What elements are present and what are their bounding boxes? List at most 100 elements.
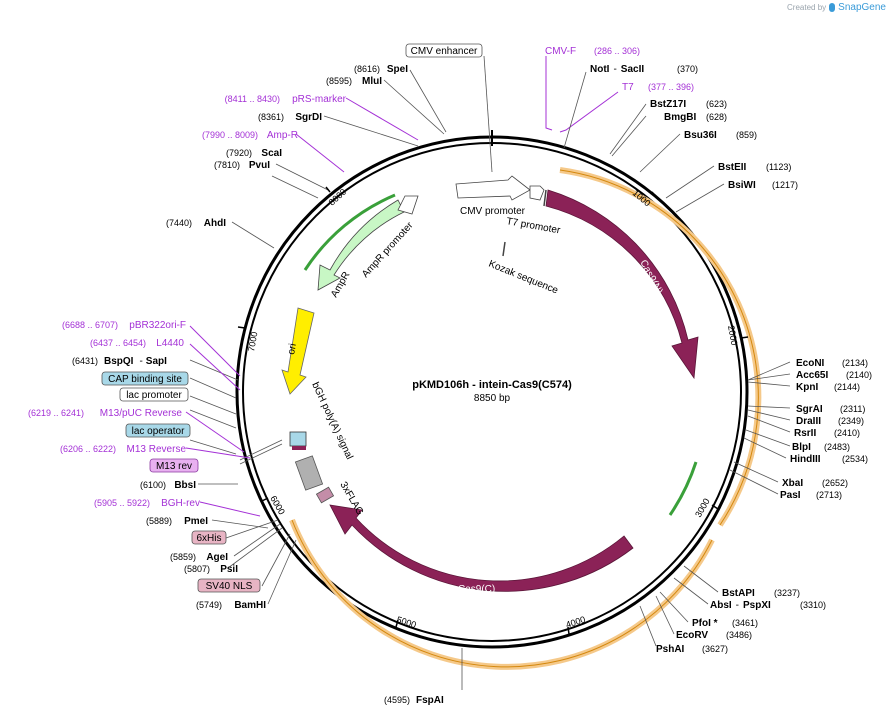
site-pos: (2144) (834, 382, 860, 392)
site-pos: (8595) (326, 76, 352, 86)
site-label: BstZ17I (650, 99, 686, 110)
site-label: PasI (780, 490, 801, 501)
cas9-c-highlight-arc-inner (291, 519, 713, 668)
site-label: pRS-marker (292, 94, 347, 105)
site-pos: (2483) (824, 442, 850, 452)
tick-marks (237, 186, 749, 635)
site-label: Bsu36I (684, 130, 717, 141)
lac-operator-box (125, 423, 191, 438)
ampr-arrow (317, 199, 405, 291)
site-label: Amp-R (267, 130, 298, 141)
site-pos: (1123) (766, 162, 791, 172)
cmv-enhancer-box (405, 43, 483, 58)
site-label: BstAPI (722, 588, 755, 599)
credit-prefix: Created by (787, 3, 827, 12)
site-pos: (7440) (166, 218, 192, 228)
t7-primer-range: (377 .. 396) (648, 82, 694, 92)
site-pos: (2140) (846, 370, 872, 380)
site-label: pBR322ori-F (129, 320, 186, 331)
t7-promoter-arrow (529, 185, 545, 201)
sv40-nls-box (197, 578, 261, 593)
site-pos: (3627) (702, 644, 728, 654)
green-marker-arc-right (668, 461, 698, 516)
site-label: BsiWI (728, 180, 756, 191)
site-pos: (3486) (726, 630, 752, 640)
site-pos: (5859) (170, 552, 196, 562)
cas9-n-arrow (545, 189, 699, 380)
site-pos: (8411 .. 8430) (225, 94, 280, 104)
cas9-n-highlight-arc-inner (559, 169, 759, 526)
site-label: KpnI (796, 382, 818, 393)
site-pos: (6206 .. 6222) (60, 444, 116, 454)
6xhis-label: 6xHis (196, 533, 221, 544)
cas9-c-label: Cas9(C) (458, 584, 495, 595)
site-pos: (623) (706, 99, 727, 109)
site-label: FspAI (416, 695, 444, 706)
site-label: MluI (362, 76, 382, 87)
kozak-mark (543, 189, 547, 207)
site-label: EcoNI (796, 358, 825, 369)
site-pos: (2713) (816, 490, 842, 500)
ori-label: ori (286, 343, 299, 356)
credit-brand: SnapGene (838, 2, 886, 13)
site-pos: (8361) (258, 112, 284, 122)
site-label: BlpI (792, 442, 811, 453)
lac-operator-label: lac operator (132, 426, 185, 437)
tick-label-7000: 7000 (246, 331, 259, 352)
site-label: BspQI-SapI (104, 356, 167, 367)
cmv-f-primer-label: CMV-F (545, 46, 576, 57)
lac-promoter-box (119, 387, 189, 402)
site-pos: (6100) (140, 480, 166, 490)
snapgene-logo-icon (829, 3, 836, 12)
site-label: PfoI * (692, 618, 718, 629)
site-pos: (2652) (822, 478, 848, 488)
site-pos: (6219 .. 6241) (28, 408, 84, 418)
site-pos: (7920) (226, 148, 252, 158)
site-pos: (859) (736, 130, 757, 140)
t7-primer-label: T7 (622, 82, 634, 93)
bgh-polya-box (294, 455, 324, 491)
kozak-mark-2 (502, 241, 506, 257)
site-pos: (6437 .. 6454) (90, 338, 146, 348)
site-label: M13/pUC Reverse (100, 408, 183, 419)
site-pos: (2534) (842, 454, 868, 464)
cap-binding-site-label: CAP binding site (108, 374, 182, 385)
site-label: Acc65I (796, 370, 828, 381)
m13-rev-box (149, 458, 199, 473)
site-label: SpeI (387, 64, 408, 75)
site-pos: (370) (677, 64, 698, 74)
cmv-promoter-label: CMV promoter (460, 206, 526, 217)
cap-binding-site-box (101, 371, 189, 386)
kozak-label: Kozak sequence (487, 259, 560, 297)
site-label: PvuI (249, 160, 270, 171)
site-label: XbaI (782, 478, 803, 489)
m13-rev-label: M13 rev (156, 461, 192, 472)
ampr-promoter-arrow (397, 195, 419, 215)
site-pos: (8616) (354, 64, 380, 74)
site-label: NotI-SacII (590, 64, 644, 75)
site-label: M13 Reverse (127, 444, 187, 455)
lac-features-box (289, 431, 307, 447)
green-marker-arc-left (303, 193, 396, 271)
t7-leader (559, 91, 619, 133)
site-pos: (5749) (196, 600, 222, 610)
site-label: DraIII (796, 416, 821, 427)
site-pos: (2349) (838, 416, 864, 426)
plasmid-length: 8850 bp (474, 393, 511, 404)
site-pos: (6688 .. 6707) (62, 320, 118, 330)
site-label: BbsI (174, 480, 196, 491)
site-pos: (6431) (72, 356, 98, 366)
lac-promoter-label: lac promoter (126, 390, 182, 401)
site-pos: (4595) (384, 695, 410, 705)
site-label: ScaI (261, 148, 282, 159)
bgh-polya-label: bGH poly(A) signal (309, 381, 354, 462)
site-pos: (1217) (772, 180, 798, 190)
site-pos: (2134) (842, 358, 868, 368)
t7-promoter-label: T7 promoter (505, 216, 561, 236)
site-label: SgrDI (295, 112, 322, 123)
site-label: L4440 (156, 338, 184, 349)
tick-label-2000: 2000 (726, 325, 739, 346)
left-label-group: (8616) SpeI (8595) MluI (8411 .. 8430) p… (28, 64, 408, 611)
cmv-promoter-arrow (455, 175, 531, 201)
